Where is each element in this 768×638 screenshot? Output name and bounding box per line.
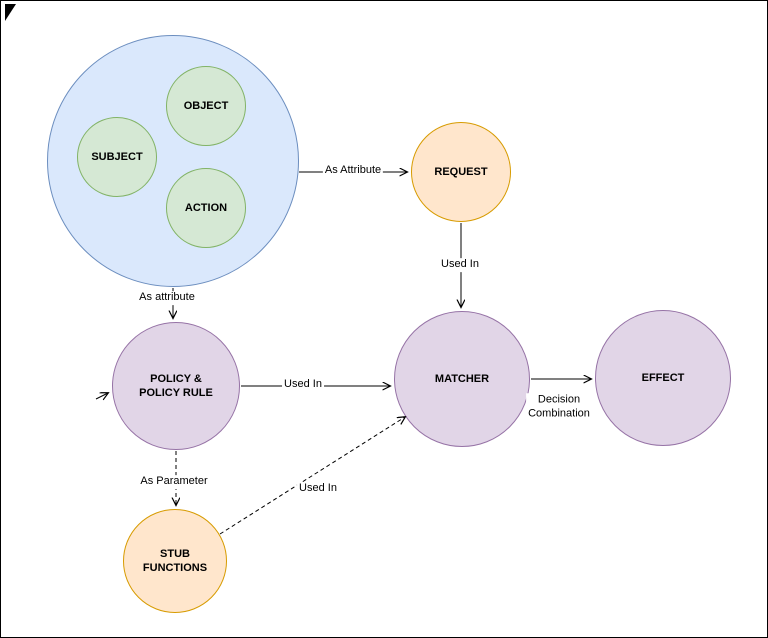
node-stub-functions: STUB FUNCTIONS [123,509,227,613]
edge-label-as-attribute-request: As Attribute [322,164,384,178]
node-request-label: REQUEST [434,165,488,178]
node-matcher: MATCHER [394,311,530,447]
node-effect: EFFECT [595,310,731,446]
node-object-label: OBJECT [183,99,229,112]
node-effect-label: EFFECT [641,371,685,384]
node-action-label: ACTION [184,201,228,214]
node-subject-label: SUBJECT [91,150,143,163]
node-policy-label-line1: POLICY & [150,372,202,385]
node-policy-label-line2: POLICY RULE [139,387,213,399]
edge-label-decision-line2: Combination [528,407,590,419]
edge-label-used-in-stub: Used In [297,482,339,496]
node-subject: SUBJECT [77,117,157,197]
edge-label-decision-combination: Decision Combination [526,393,592,421]
edge-label-used-in-request: Used In [439,258,481,272]
edge-stub-to-matcher [219,417,405,535]
node-policy-rule: POLICY & POLICY RULE [112,322,240,450]
node-object: OBJECT [166,66,246,146]
edge-label-used-in-policy: Used In [282,378,324,392]
edge-label-decision-line1: Decision [537,393,581,406]
node-request: REQUEST [411,122,511,222]
edge-stray-into-policy [95,393,108,399]
corner-arrow-icon [5,4,16,21]
node-stub-label-line1: STUB [160,547,190,560]
node-matcher-label: MATCHER [434,372,490,385]
edge-label-as-parameter: As Parameter [138,475,210,489]
edge-label-as-attribute-policy: As attribute [137,291,197,305]
node-action: ACTION [166,168,246,248]
node-stub-label-line2: FUNCTIONS [142,562,208,574]
